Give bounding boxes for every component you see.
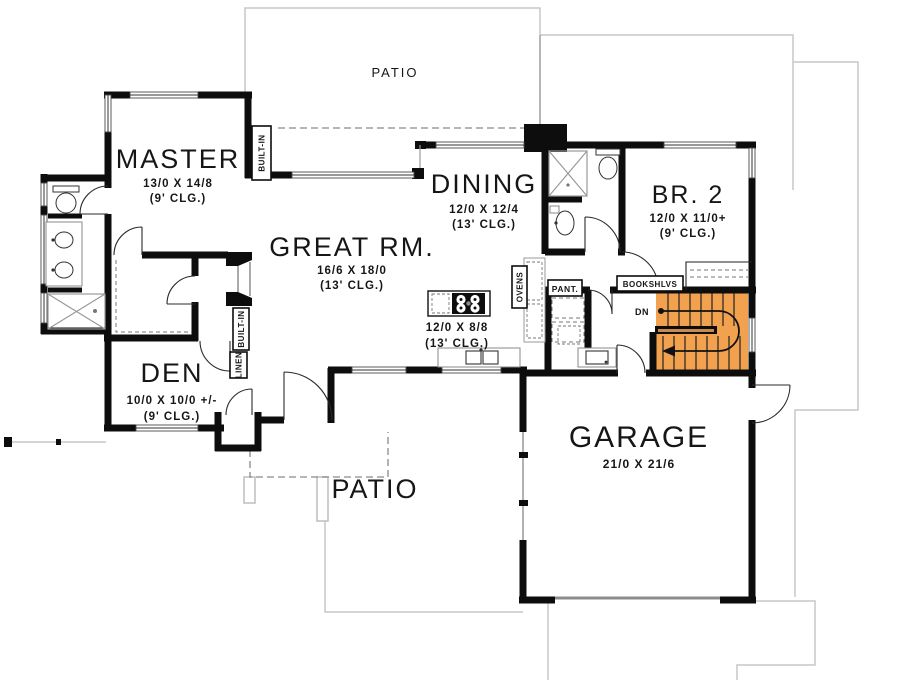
shower (47, 293, 106, 330)
sink (555, 210, 575, 236)
garage-label: GARAGE (569, 421, 709, 454)
great-room-label: GREAT RM. (269, 232, 435, 262)
halfwalls (48, 213, 82, 293)
built-in-hall-box (232, 307, 250, 351)
den-ceiling: (9' CLG.) (144, 411, 200, 423)
pantry-label: PANT. (552, 284, 578, 294)
bookshelves-box (616, 275, 684, 292)
mud-sink (585, 350, 609, 365)
linen-label: LINEN (235, 352, 244, 379)
callout-boxes (229, 125, 684, 379)
stairs (655, 293, 748, 371)
den-label: DEN (140, 358, 203, 388)
garage-dims: 21/0 X 21/6 (603, 457, 675, 471)
dashed-overhead-lines (249, 127, 524, 478)
patio-bottom-label: PATIO (331, 474, 418, 504)
bedroom2-dims: 12/0 X 11/0+ (650, 213, 727, 225)
toilet-bowl (598, 156, 618, 180)
kitchen-ceiling: (13' CLG.) (425, 338, 489, 350)
ovens-box (511, 265, 528, 309)
master-label: MASTER (116, 144, 241, 174)
toilet-tank (595, 148, 621, 156)
walls (40, 91, 756, 604)
bath2-fixtures (548, 148, 621, 236)
br2-closet (685, 261, 752, 290)
master-bath-fixtures (45, 185, 106, 330)
toilet-bowl (55, 192, 77, 214)
kitchen-dims: 12/0 X 8/8 (426, 322, 488, 334)
dining-ceiling: (13' CLG.) (452, 219, 516, 231)
sink (54, 261, 74, 279)
pantry-box (547, 279, 583, 297)
kitchen-fixtures (427, 257, 546, 368)
mudroom-fixtures (557, 325, 617, 368)
built-in-patio-box (251, 125, 272, 181)
stairs-down-label: DN (635, 307, 649, 317)
kitchen-sink (465, 350, 482, 365)
shelving-dashed (115, 260, 748, 343)
fireplace (226, 252, 252, 306)
shower (548, 150, 588, 197)
door-swings (79, 185, 791, 424)
stair-down-arrow (661, 310, 740, 352)
dining-dims: 12/0 X 12/4 (449, 204, 519, 216)
fence-marks (4, 437, 61, 447)
great-room-ceiling: (13' CLG.) (320, 280, 384, 292)
built-in-hall-label: BUILT-IN (237, 310, 246, 347)
den-dims: 10/0 X 10/0 +/- (127, 395, 218, 407)
toilet-tank (52, 185, 80, 193)
kitchen-sink (482, 350, 499, 365)
built-in-patio-label: BUILT-IN (258, 134, 267, 171)
patio-top-label: PATIO (371, 65, 418, 80)
dining-label: DINING (431, 169, 538, 199)
master-dims: 13/0 X 14/8 (143, 178, 213, 190)
ovens-label: OVENS (516, 272, 525, 303)
great-room-dims: 16/6 X 18/0 (317, 265, 387, 277)
bedroom2-label: BR. 2 (652, 181, 725, 209)
master-ceiling: (9' CLG.) (150, 193, 206, 205)
linen-box (229, 351, 248, 379)
sink (54, 231, 74, 249)
bedroom2-ceiling: (9' CLG.) (660, 228, 716, 240)
windows (40, 91, 756, 540)
bookshelves-label: BOOKSHLVS (623, 280, 678, 289)
